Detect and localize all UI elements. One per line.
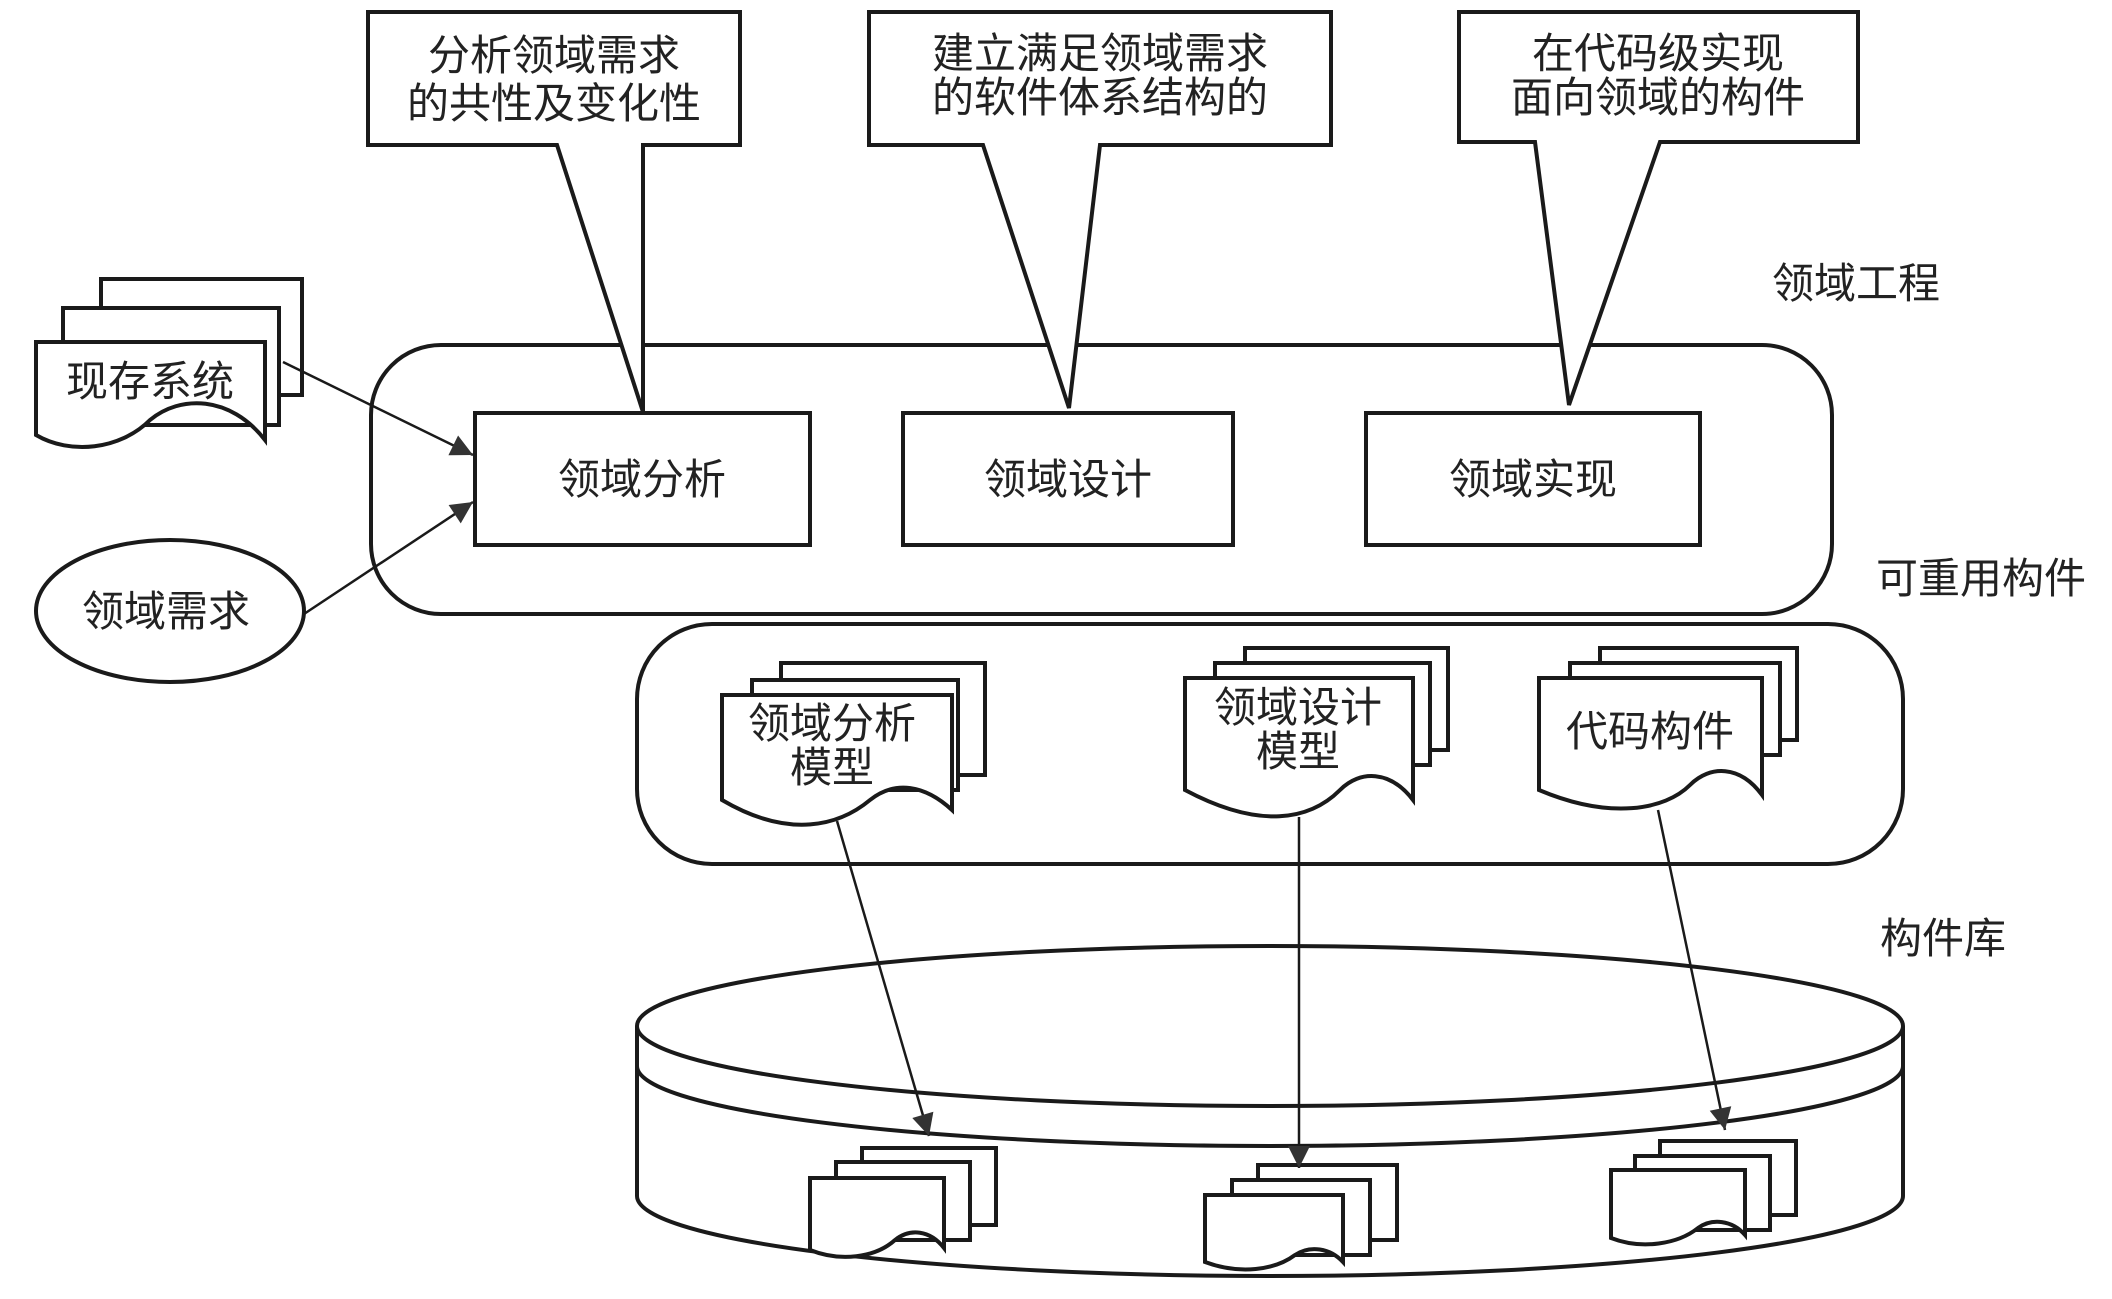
callout-implementation-line1: 在代码级实现 <box>1532 29 1784 78</box>
callout-implementation-line2: 面向领域的构件 <box>1511 73 1805 122</box>
analysis-model-doc-stack: 领域分析 模型 <box>720 661 987 827</box>
code-components-doc-stack: 代码构件 <box>1537 646 1799 811</box>
domain-engineering-label: 领域工程 <box>1772 259 1940 308</box>
code-components-label: 代码构件 <box>1566 707 1734 756</box>
callout-design: 建立满足领域需求 的软件体系结构的 <box>867 10 1333 409</box>
callout-analysis: 分析领域需求 的共性及变化性 <box>366 10 742 413</box>
library-code-doc-stack <box>1609 1139 1798 1247</box>
domain-requirements-ellipse: 领域需求 <box>34 538 306 684</box>
process-design-label: 领域设计 <box>984 455 1152 504</box>
arrow-code-components-to-library <box>1656 809 1732 1131</box>
arrow-existing-to-analysis <box>282 360 474 457</box>
existing-systems-doc-stack: 现存系统 <box>34 277 304 449</box>
domain-requirements-label: 领域需求 <box>82 587 250 636</box>
existing-systems-label: 现存系统 <box>66 357 234 406</box>
process-analysis-box: 领域分析 <box>473 411 812 547</box>
callout-implementation: 在代码级实现 面向领域的构件 <box>1457 10 1860 406</box>
design-model-doc-stack: 领域设计 模型 <box>1183 646 1450 819</box>
library-design-doc-stack <box>1203 1163 1399 1272</box>
callout-analysis-line1: 分析领域需求 <box>428 31 680 80</box>
reusable-components-label: 可重用构件 <box>1876 554 2086 603</box>
callout-design-line2: 的软件体系结构的 <box>932 73 1268 122</box>
process-implementation-label: 领域实现 <box>1449 455 1617 504</box>
analysis-model-label-line1: 领域分析 <box>748 699 916 748</box>
callout-analysis-line2: 的共性及变化性 <box>407 79 701 128</box>
design-model-label-line1: 领域设计 <box>1214 683 1382 732</box>
process-design-box: 领域设计 <box>901 411 1235 547</box>
design-model-label-line2: 模型 <box>1256 727 1340 776</box>
component-library-cylinder <box>635 944 1905 1278</box>
analysis-model-label-line2: 模型 <box>790 743 874 792</box>
component-library-label: 构件库 <box>1880 914 2006 963</box>
arrow-requirements-to-analysis <box>303 500 474 616</box>
library-analysis-doc-stack <box>808 1146 998 1259</box>
arrow-analysis-model-to-library <box>835 820 934 1137</box>
process-analysis-label: 领域分析 <box>558 455 726 504</box>
callout-design-line1: 建立满足领域需求 <box>932 29 1268 78</box>
process-implementation-box: 领域实现 <box>1364 411 1702 547</box>
